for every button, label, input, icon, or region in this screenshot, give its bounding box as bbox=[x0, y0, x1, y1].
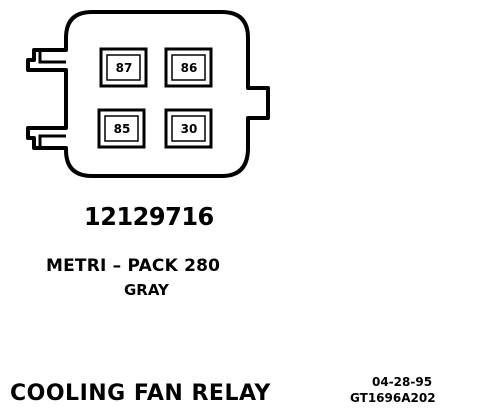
reference-date: 04-28-95 bbox=[372, 375, 433, 389]
pin-label-86: 86 bbox=[181, 61, 198, 75]
pin-label-87: 87 bbox=[116, 61, 133, 75]
pin-cavity-86: 86 bbox=[164, 47, 213, 88]
part-number: 12129716 bbox=[84, 202, 214, 231]
latch-left-top bbox=[38, 52, 66, 64]
pin-cavity-30: 30 bbox=[164, 108, 213, 149]
latch-left-bottom bbox=[38, 134, 66, 146]
pin-label-30: 30 bbox=[181, 122, 198, 136]
pin-cavity-87: 87 bbox=[99, 47, 148, 88]
reference-code: GT1696A202 bbox=[350, 391, 436, 405]
connector-housing bbox=[26, 10, 270, 178]
pin-cavity-85: 85 bbox=[97, 108, 146, 149]
pin-label-85: 85 bbox=[114, 122, 131, 136]
caption: COOLING FAN RELAY bbox=[10, 381, 271, 406]
connector-type: METRI – PACK 280 bbox=[46, 256, 221, 276]
connector-color: GRAY bbox=[124, 281, 169, 299]
